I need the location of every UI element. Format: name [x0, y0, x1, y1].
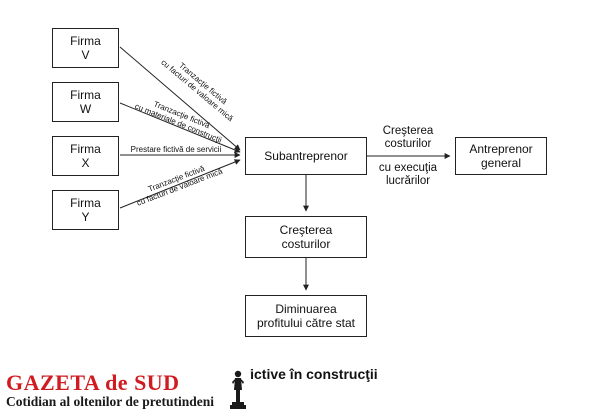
firma-w-line2: W: [79, 102, 92, 116]
edge-label-sub-antre-bottom: cu execuţia lucrărilor: [368, 162, 448, 188]
firma-w-line1: Firma: [70, 88, 101, 102]
sub-antre-bottom-line2: lucrărilor: [385, 175, 431, 187]
edge-label-firma-x: Prestare fictivă de servicii: [124, 145, 228, 154]
diminuare-line2: profitului către stat: [256, 316, 356, 330]
box-firma-x: Firma X: [52, 136, 119, 176]
arrow-firma-y-to-subantreprenor: [119, 159, 241, 209]
sub-antre-top-line2: costurilor: [384, 138, 432, 150]
logo-subtitle: Cotidian al oltenilor de pretutindeni: [6, 394, 215, 409]
arrow-firma-w-to-subantreprenor: [119, 102, 241, 153]
box-firma-y: Firma Y: [52, 190, 119, 230]
logo-statue-icon: [230, 370, 246, 409]
box-firma-w: Firma W: [52, 82, 119, 122]
logo-title: GAZETA de SUD: [6, 370, 180, 395]
firma-v-line1: Firma: [70, 34, 101, 48]
box-antreprenor-general: Antreprenor general: [455, 137, 547, 175]
antreprenor-line1: Antreprenor: [469, 142, 533, 156]
antreprenor-line2: general: [480, 156, 522, 170]
firma-x-line1: Firma: [70, 142, 101, 156]
arrow-firma-v-to-subantreprenor: [119, 46, 241, 151]
diminuare-line1: Diminuarea: [275, 302, 337, 316]
sub-antre-top-line1: Creşterea: [382, 125, 434, 137]
firma-x-line2: X: [81, 156, 90, 170]
crestere-line1: Creşterea: [279, 223, 333, 237]
firma-y-line2: Y: [81, 210, 90, 224]
box-firma-v: Firma V: [52, 28, 119, 68]
crestere-line2: costurilor: [281, 237, 331, 251]
figure-caption: ...i fictive în construcţii: [226, 366, 378, 382]
firma-y-line1: Firma: [70, 196, 101, 210]
edge-label-x-text: Prestare fictivă de servicii: [130, 145, 222, 154]
logo-area: [0, 362, 250, 412]
sub-antre-bottom-line1: cu execuţia: [378, 162, 438, 174]
firma-v-line2: V: [81, 48, 90, 62]
box-subantreprenor: Subantreprenor: [245, 137, 367, 175]
subantreprenor-label: Subantreprenor: [264, 149, 348, 163]
box-diminuarea-profitului: Diminuarea profitului către stat: [245, 295, 367, 337]
edge-label-sub-antre-top: Creşterea costurilor: [368, 125, 448, 151]
box-cresterea-costurilor: Creşterea costurilor: [245, 216, 367, 258]
